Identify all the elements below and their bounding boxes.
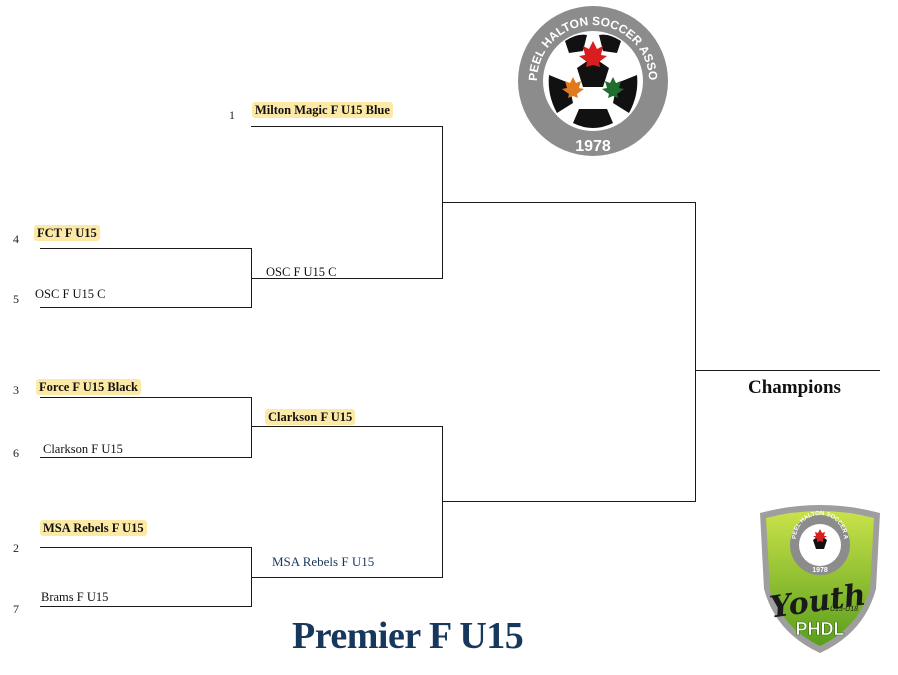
bracket-line [40, 248, 251, 249]
phdl-youth-logo: PEEL HALTON SOCCER ASSOCIATION 1978 Yout… [754, 499, 884, 655]
bracket-line [251, 577, 443, 578]
logo-brand-text: PHDL [796, 619, 845, 639]
bracket-line [251, 397, 252, 458]
pheel-halton-logo: PEEL HALTON SOCCER ASSOCIATION 1978 [512, 0, 669, 157]
bracket-line [251, 278, 443, 279]
bracket-line [40, 547, 251, 548]
logo-sub-text: U13-U18 [830, 606, 858, 613]
bracket-team: OSC F U15 C [35, 287, 106, 301]
bracket-team: Clarkson F U15 [43, 442, 123, 456]
bracket-team: Brams F U15 [41, 590, 109, 604]
bracket-line [40, 606, 251, 607]
seed-number: 6 [13, 446, 19, 460]
bracket-line [251, 126, 443, 127]
bracket-line [40, 307, 251, 308]
seed-number: 1 [229, 108, 235, 122]
bracket-team: Force F U15 Black [36, 379, 141, 395]
bracket-team-round2: OSC F U15 C [266, 265, 337, 279]
bracket-line [695, 202, 696, 502]
bracket-team-round2: Clarkson F U15 [265, 409, 356, 425]
logo-year: 1978 [575, 138, 611, 155]
seed-number: 3 [13, 383, 19, 397]
page-title: Premier F U15 [292, 615, 524, 657]
bracket-line [442, 426, 443, 578]
seed-number: 7 [13, 602, 19, 616]
bracket-team: MSA Rebels F U15 [40, 520, 147, 536]
logo-year: 1978 [812, 567, 828, 574]
bracket-team-round2: MSA Rebels F U15 [272, 554, 375, 569]
bracket-line [442, 501, 696, 502]
bracket-line [442, 202, 696, 203]
seed-number: 5 [13, 292, 19, 306]
bracket-line [251, 426, 443, 427]
bracket-line [695, 370, 880, 371]
seed-number: 2 [13, 541, 19, 555]
bracket-team-bye: Milton Magic F U15 Blue [252, 102, 393, 118]
bracket-line [40, 397, 251, 398]
bracket-team: FCT F U15 [34, 225, 100, 241]
bracket-line [40, 457, 251, 458]
seed-number: 4 [13, 232, 19, 246]
champions-label: Champions [748, 377, 841, 398]
